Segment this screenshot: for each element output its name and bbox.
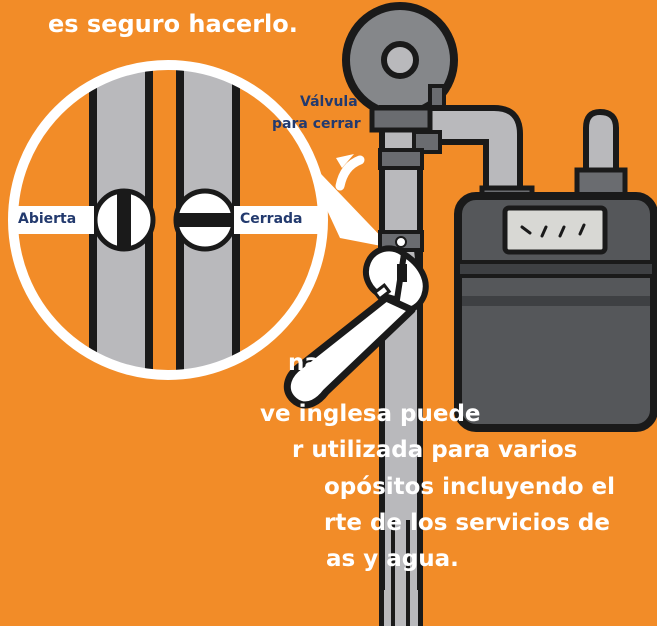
- open-label: Abierta: [18, 211, 77, 227]
- description-line: na: [288, 350, 320, 376]
- description-line: as y agua.: [326, 546, 459, 572]
- description-line: ve inglesa puede: [260, 401, 481, 427]
- magnifier-callout: [300, 152, 392, 248]
- intro-text: es seguro hacerlo.: [48, 10, 298, 38]
- meter-outlet-pipe: [574, 108, 628, 199]
- meter-dial-window: [502, 205, 608, 255]
- closed-valve-icon: [173, 188, 237, 252]
- regulator-icon: [342, 2, 458, 135]
- gas-meter-icon: [454, 185, 657, 432]
- wrench-icon: [283, 245, 429, 409]
- description-line: rte de los servicios de: [324, 510, 610, 536]
- valve-label-line1: Válvula: [300, 94, 358, 110]
- open-valve-icon: [92, 188, 156, 252]
- closed-label: Cerrada: [240, 211, 303, 227]
- rotate-arrow-icon: [335, 154, 365, 191]
- open-label-box: [10, 206, 94, 234]
- description-line: r utilizada para varios: [292, 437, 578, 463]
- valve-label-line2: para cerrar: [272, 116, 361, 132]
- description-line: opósitos incluyendo el: [324, 474, 616, 500]
- meter-inlet-pipe: [369, 105, 523, 203]
- closed-label-box: [234, 206, 318, 234]
